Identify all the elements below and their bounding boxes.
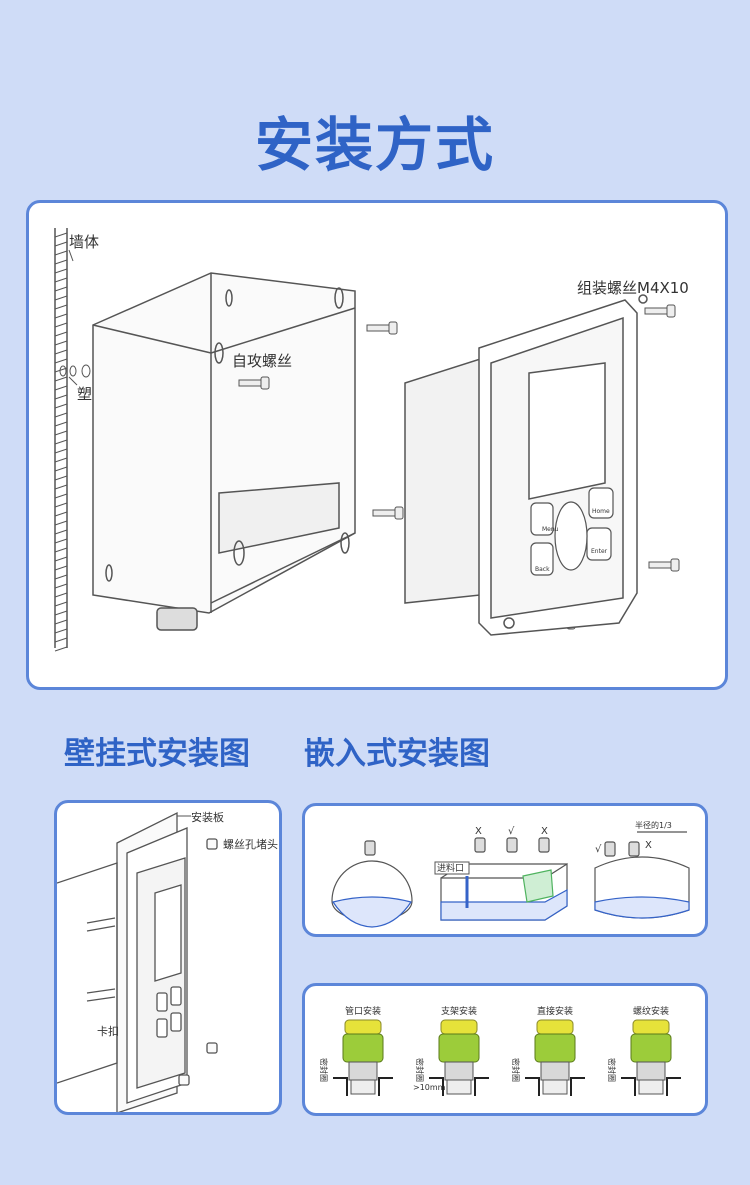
wall-mount-drawing: 安装板 螺丝孔堵头 卡扣 [57,810,278,1112]
screw-icon [238,376,270,390]
menu-key-label: Menu [542,526,559,533]
ring-label: 密封圈 [415,1058,425,1082]
tank-positions-drawing: 进料口 X √ X 半径的1/3 √ X [331,820,690,928]
ring-label: 密封圈 [511,1058,521,1082]
silo-x: X [645,840,652,851]
radius-label: 半径的1/3 [635,820,672,830]
inlet-label: 进料口 [437,862,464,874]
plate-label: 安装板 [191,810,224,824]
mark-x-1: X [475,826,482,837]
screw-icon [372,506,404,520]
enter-key-label: Enter [591,548,608,555]
silo-check: √ [595,844,602,855]
mark-check: √ [508,826,515,837]
wall [54,228,68,652]
assembly-screw-label: 组装螺丝M4X10 [577,279,689,297]
screw-icon [648,558,680,572]
embedded-title: 嵌入式安装图 [304,736,490,772]
clip-label: 卡扣 [97,1024,119,1038]
mount-type-label: 直接安装 [537,1005,573,1017]
controller-keypad [530,487,614,576]
mounting-box [92,272,356,631]
main-installation-panel: 墙体 塑料膨胀 自攻螺丝 [26,200,728,690]
ring-label: 密封圈 [319,1058,329,1082]
back-key-label: Back [535,566,550,573]
mount-type-label: 螺纹安装 [633,1005,669,1017]
wall-label: 墙体 [69,233,99,251]
gap-label: >10mm [413,1083,446,1092]
mount-types-panel: >10mm 管口安装密封圈支架安装密封圈直接安装密封圈螺纹安装密封圈 [302,983,708,1116]
screw-icon [644,304,676,318]
main-installation-drawing: 墙体 塑料膨胀 自攻螺丝 [54,228,689,652]
mount-type-label: 支架安装 [441,1005,477,1017]
self-tap-screw-label: 自攻螺丝 [232,352,292,370]
tank-positions-panel: 进料口 X √ X 半径的1/3 √ X [302,803,708,937]
screw-icon [366,321,398,335]
plug-label: 螺丝孔堵头 [223,837,278,851]
home-key-label: Home [592,508,610,515]
wall-mount-panel: 安装板 螺丝孔堵头 卡扣 [54,800,282,1115]
controller-unit [404,294,648,636]
page-title: 安装方式 [254,111,495,179]
ring-label: 密封圈 [607,1058,617,1082]
mount-type-label: 管口安装 [345,1005,381,1017]
mark-x-2: X [541,826,548,837]
wall-mount-title: 壁挂式安装图 [64,736,250,772]
